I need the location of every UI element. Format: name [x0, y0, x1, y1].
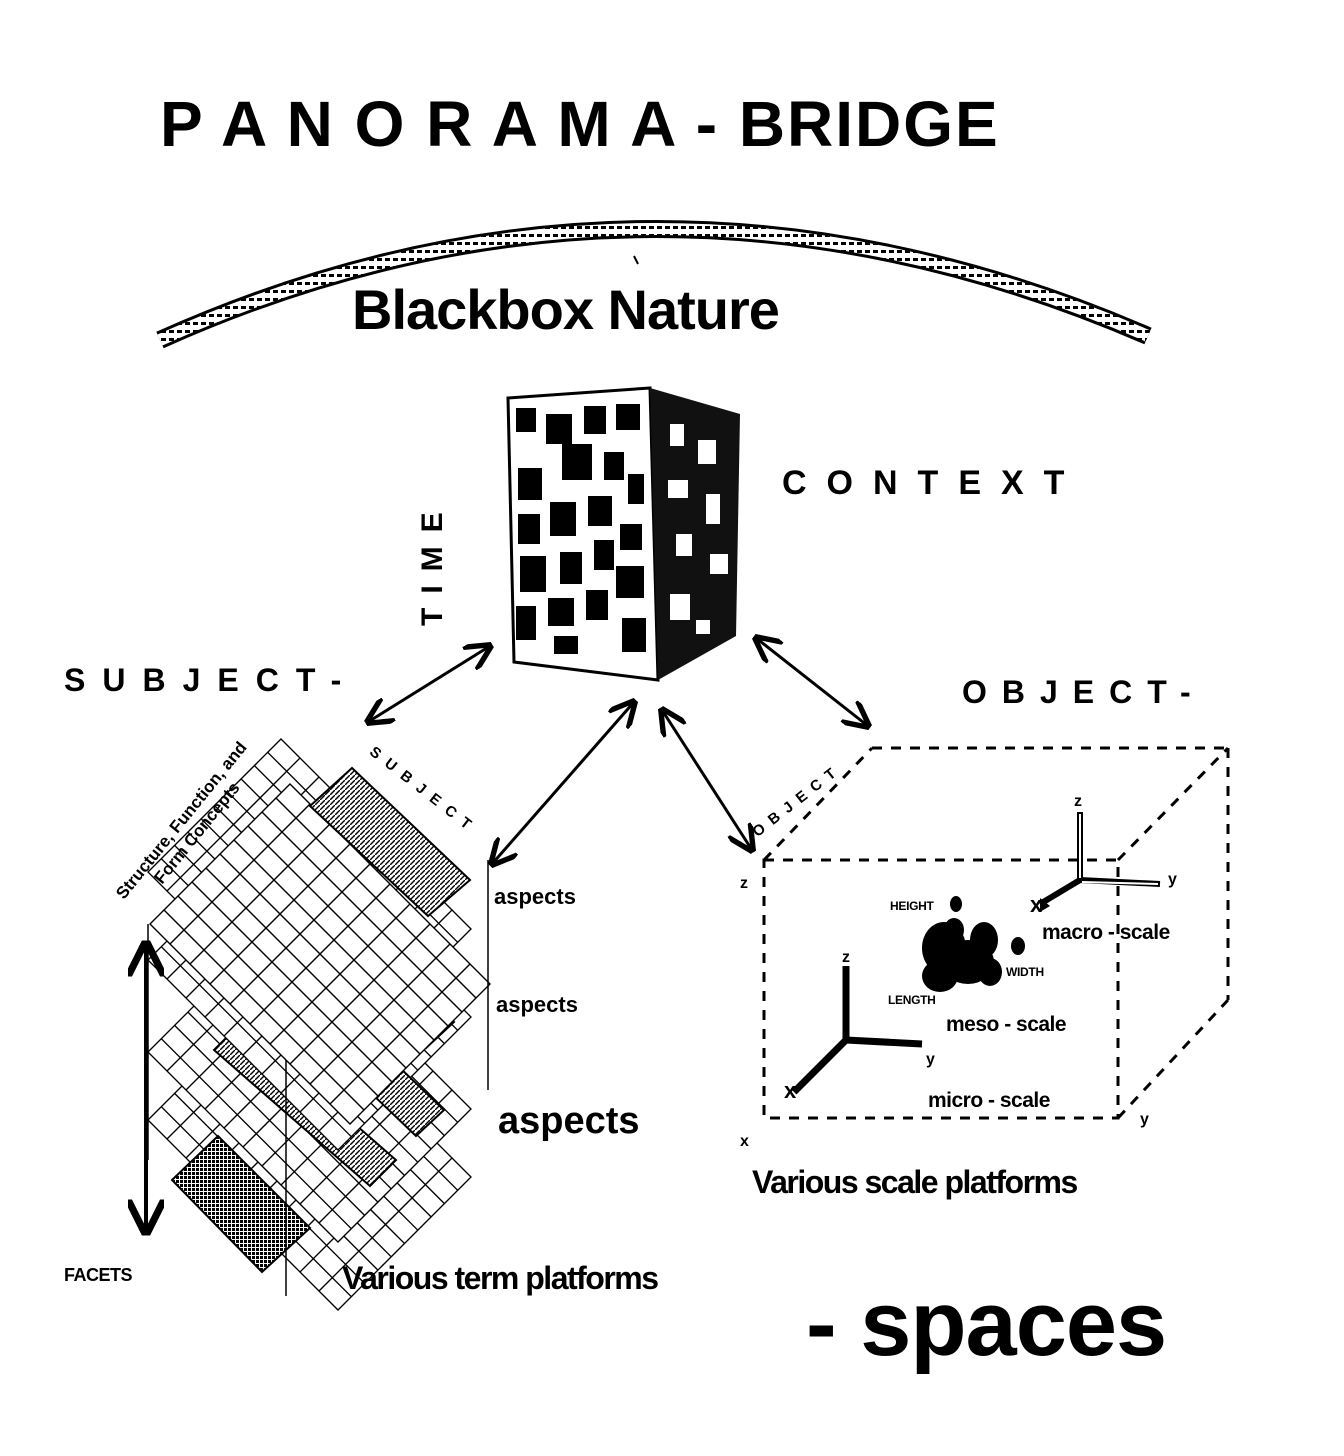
axis-y-meso: y [926, 1051, 935, 1068]
axis-y-box: y [1140, 1111, 1149, 1128]
arrow-cube-object-left [662, 710, 752, 850]
blackbox-nature-label: Blackbox Nature [352, 278, 780, 341]
arrow-subject-cube [368, 646, 490, 722]
arrow-aspects-cube [492, 702, 634, 864]
axis-x-meso: x [784, 1078, 797, 1103]
aspects-label-3: aspects [498, 1100, 640, 1142]
scale-platforms-label: Various scale platforms [752, 1164, 1078, 1200]
length-label: LENGTH [888, 993, 936, 1007]
height-label: HEIGHT [890, 899, 934, 913]
axis-z-macro: z [1074, 793, 1082, 810]
object-label: OBJECT- [962, 674, 1206, 710]
aspects-label-1: aspects [494, 884, 576, 909]
facets-label: FACETS [64, 1265, 133, 1285]
blackbox-cube [506, 386, 740, 682]
arrow-cube-object-right [756, 638, 868, 726]
width-label: WIDTH [1006, 965, 1044, 979]
macro-scale-label: macro - scale [1042, 921, 1170, 944]
meso-scale-label: meso - scale [946, 1013, 1067, 1036]
axis-z-meso: z [842, 949, 850, 966]
context-label: CONTEXT [782, 464, 1085, 502]
spaces-label: - spaces [806, 1273, 1167, 1375]
axis-x-box: x [740, 1133, 749, 1150]
axis-y-macro: y [1168, 871, 1177, 888]
axis-z-box: z [740, 875, 748, 892]
micro-scale-label: micro - scale [928, 1089, 1050, 1112]
subject-label: SUBJECT- [64, 662, 359, 698]
aspects-label-2: aspects [496, 992, 578, 1017]
term-platforms-label: Various term platforms [342, 1260, 659, 1296]
axis-x-macro: x [1030, 892, 1043, 917]
page-title: P A N O R A M A - BRIDGE [160, 88, 1000, 160]
